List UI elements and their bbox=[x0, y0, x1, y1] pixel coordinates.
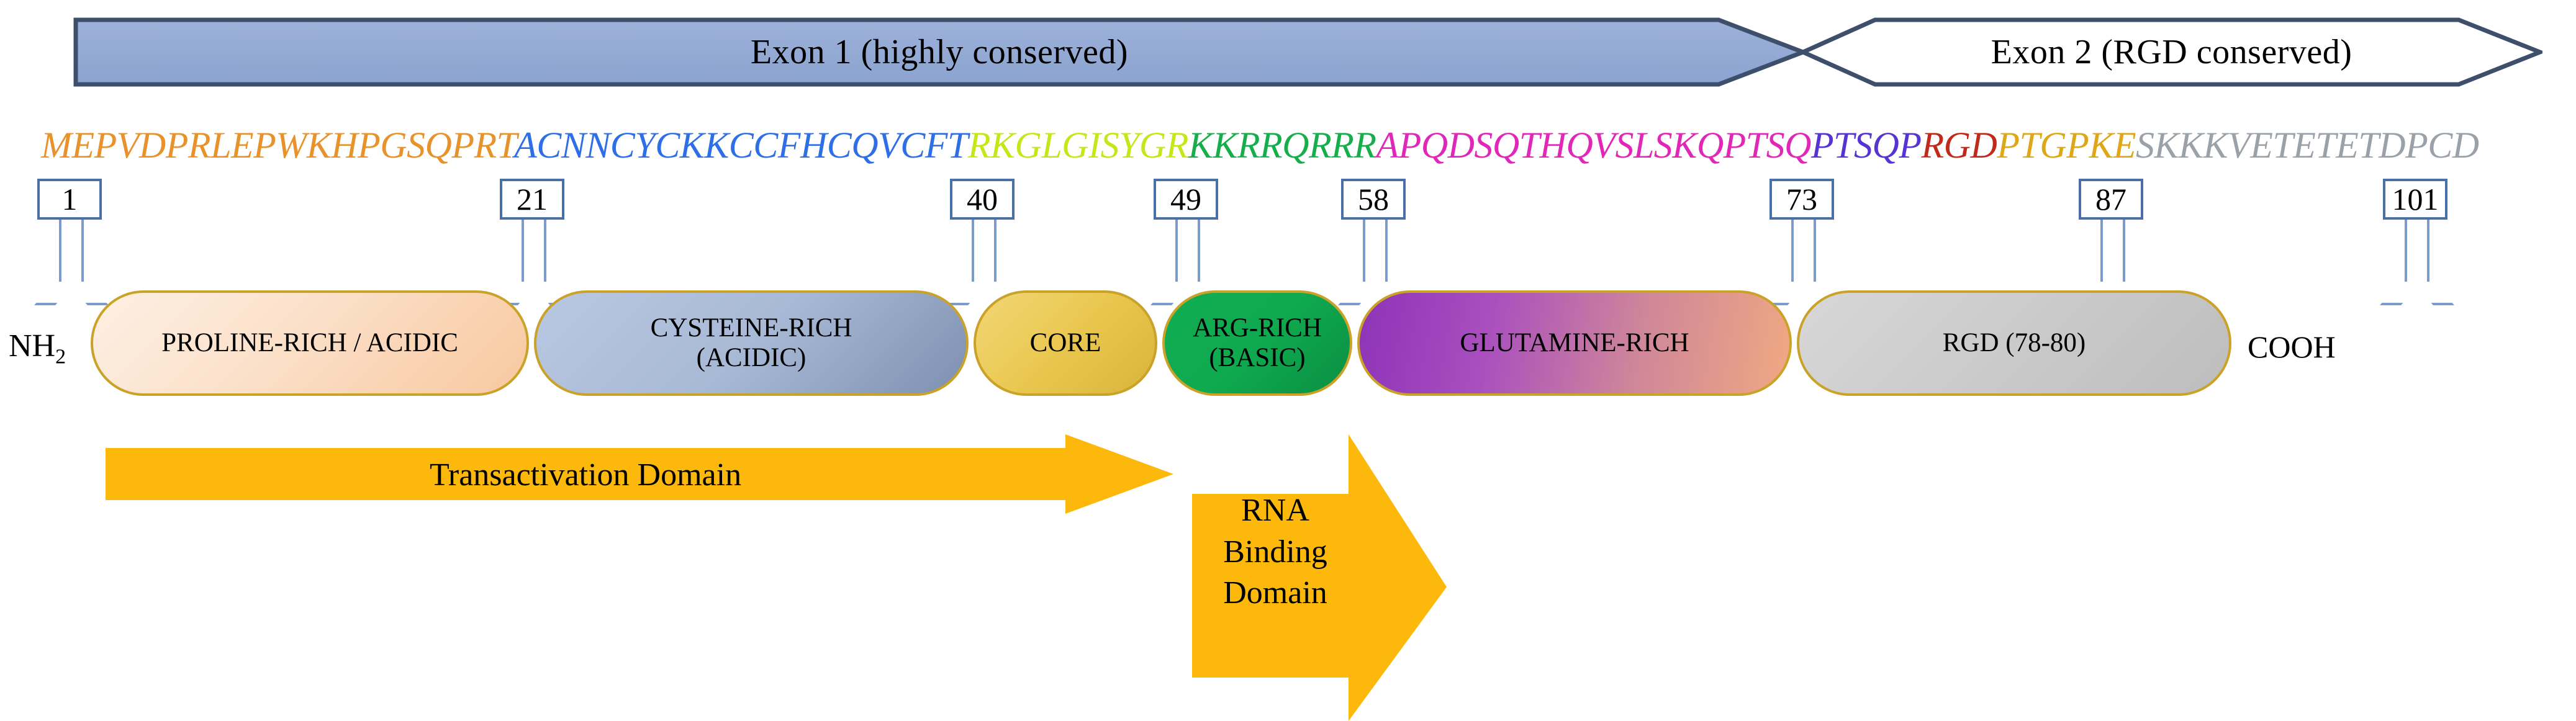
sequence-segment-4: APQDSQTHQVSLSKQPTSQ bbox=[1376, 125, 1812, 166]
transactivation-domain-label: Transactivation Domain bbox=[429, 457, 742, 493]
domain-arg-rich-basic[interactable]: ARG-RICH(BASIC) bbox=[1162, 290, 1352, 396]
position-marker-label: 49 bbox=[1154, 179, 1218, 220]
sequence-segment-3: KKRRQRRR bbox=[1188, 125, 1376, 166]
sequence-segment-5: PTSQP bbox=[1811, 125, 1922, 166]
domain-row: PROLINE-RICH / ACIDIC CYSTEINE-RICH(ACID… bbox=[0, 290, 2576, 396]
n-terminus-label: NH2 bbox=[9, 328, 66, 369]
position-marker-101: 101 bbox=[2383, 179, 2451, 305]
position-marker-1: 1 bbox=[37, 179, 106, 305]
dom-cysteine-line-0: CYSTEINE-RICH bbox=[650, 313, 852, 343]
marker-stem bbox=[972, 220, 997, 282]
marker-stem bbox=[1791, 220, 1816, 282]
rna-binding-domain-label: RNA Binding Domain bbox=[1192, 490, 1358, 614]
marker-stem bbox=[1363, 220, 1388, 282]
position-marker-label: 73 bbox=[1769, 179, 1834, 220]
exon1-label: Exon 1 (highly conserved) bbox=[750, 33, 1129, 71]
position-marker-label: 87 bbox=[2079, 179, 2143, 220]
marker-stem bbox=[522, 220, 546, 282]
dom-core-line-0: CORE bbox=[1029, 328, 1101, 357]
c-terminus-label: COOH bbox=[2248, 329, 2336, 364]
position-marker-87: 87 bbox=[2079, 179, 2147, 305]
position-marker-label: 1 bbox=[37, 179, 102, 220]
domain-glutamine-rich[interactable]: GLUTAMINE-RICH bbox=[1357, 290, 1792, 396]
n-terminus-text: NH bbox=[9, 328, 56, 364]
amino-acid-sequence: MEPVDPRLEPWKHPGSQPRTACNNCYCKKCCFHCQVCFTR… bbox=[0, 124, 2576, 174]
position-marker-label: 101 bbox=[2383, 179, 2447, 220]
marker-stem bbox=[59, 220, 84, 282]
position-marker-40: 40 bbox=[950, 179, 1018, 305]
dom-rgd-line-0: RGD (78-80) bbox=[1942, 328, 2086, 357]
marker-stem bbox=[2100, 220, 2125, 282]
domain-cysteine-rich-acidic[interactable]: CYSTEINE-RICH(ACIDIC) bbox=[534, 290, 969, 396]
dom-proline-line-0: PROLINE-RICH / ACIDIC bbox=[161, 328, 458, 357]
dom-cysteine-line-1: (ACIDIC) bbox=[696, 343, 807, 372]
position-marker-58: 58 bbox=[1341, 179, 1409, 305]
exon2-shape bbox=[1801, 17, 2542, 87]
n-terminus-subscript: 2 bbox=[55, 345, 66, 369]
sequence-segment-0: MEPVDPRLEPWKHPGSQPRT bbox=[41, 125, 515, 166]
marker-stem bbox=[1175, 220, 1200, 282]
position-marker-73: 73 bbox=[1769, 179, 1838, 305]
exon1-arrow[interactable]: Exon 1 (highly conserved) bbox=[73, 17, 1805, 87]
position-marker-label: 58 bbox=[1341, 179, 1406, 220]
sequence-segment-6: RGD bbox=[1921, 125, 1997, 166]
domain-core[interactable]: CORE bbox=[974, 290, 1157, 396]
exon2-arrow[interactable]: Exon 2 (RGD conserved) bbox=[1801, 17, 2542, 87]
exon1-shape bbox=[73, 17, 1805, 87]
exon-bar-row: Exon 1 (highly conserved) Exon 2 (RGD co… bbox=[0, 17, 2576, 92]
dom-arg-line-1: (BASIC) bbox=[1209, 343, 1306, 372]
sequence-inner: MEPVDPRLEPWKHPGSQPRTACNNCYCKKCCFHCQVCFTR… bbox=[41, 124, 2479, 167]
marker-stem bbox=[2405, 220, 2429, 282]
position-marker-label: 40 bbox=[950, 179, 1015, 220]
dom-arg-line-0: ARG-RICH bbox=[1193, 313, 1322, 343]
position-marker-label: 21 bbox=[500, 179, 564, 220]
sequence-segment-2: RKGLGISYGR bbox=[967, 125, 1189, 166]
sequence-segment-1: ACNNCYCKKCCFHCQVCFT bbox=[514, 125, 968, 166]
dom-glut-line-0: GLUTAMINE-RICH bbox=[1460, 328, 1689, 357]
exon2-label: Exon 2 (RGD conserved) bbox=[1991, 33, 2352, 71]
rbd-line-2: Binding bbox=[1223, 534, 1327, 570]
rbd-line-3: Domain bbox=[1223, 575, 1327, 611]
position-marker-21: 21 bbox=[500, 179, 568, 305]
rbd-line-1: RNA bbox=[1241, 493, 1309, 528]
position-marker-49: 49 bbox=[1154, 179, 1222, 305]
domain-proline-rich-acidic[interactable]: PROLINE-RICH / ACIDIC bbox=[91, 290, 529, 396]
sequence-segment-7: PTGPKE bbox=[1997, 125, 2136, 166]
domain-rgd[interactable]: RGD (78-80) bbox=[1797, 290, 2231, 396]
sequence-segment-8: SKKKVETETETDPCD bbox=[2136, 125, 2479, 166]
